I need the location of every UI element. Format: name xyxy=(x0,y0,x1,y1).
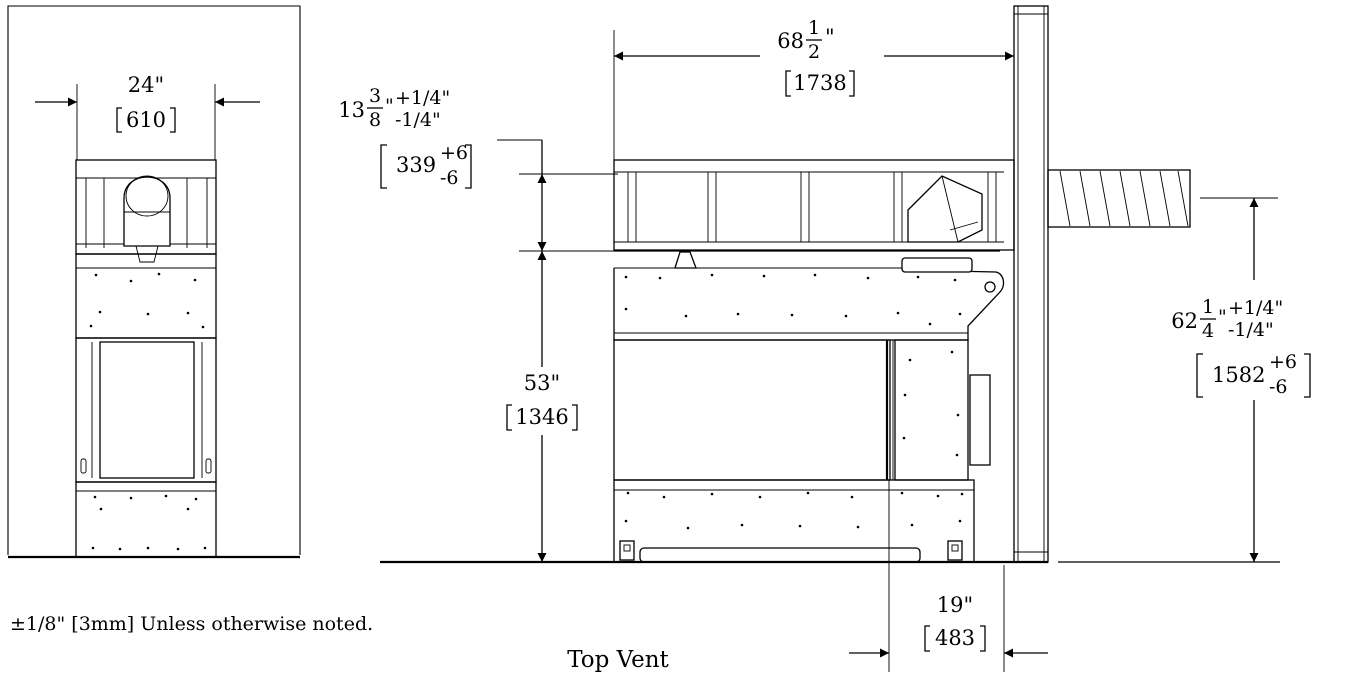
front-view: 24" 610 xyxy=(7,5,301,559)
side-pivot-hole xyxy=(984,281,996,293)
side-vent-pipe-rib-3 xyxy=(1099,170,1111,227)
depth-dim-bracket-right xyxy=(980,625,986,652)
side-width-num: 1 xyxy=(808,17,820,39)
front-firebox-glass xyxy=(99,341,195,479)
vent-dim-num: 1 xyxy=(1202,296,1214,318)
top-dim-bracket-left xyxy=(380,144,387,189)
front-wall-outline xyxy=(7,5,301,555)
side-vent-pipe-rib-5 xyxy=(1139,170,1151,227)
side-vent-pipe-rib-6 xyxy=(1159,170,1171,227)
front-metric-bracket-right xyxy=(170,107,176,133)
side-vent-pipe-rib-1 xyxy=(1059,170,1071,227)
front-width-metric: 610 xyxy=(126,108,166,132)
side-vent-pipe-rib-4 xyxy=(1119,170,1131,227)
side-width-bracket-left xyxy=(785,70,791,97)
side-width-whole: 68 xyxy=(777,29,804,53)
top-dim-num: 3 xyxy=(369,85,381,107)
side-stud-1 xyxy=(627,171,637,243)
height-dim-label-bg xyxy=(504,367,582,435)
vent-dim-unit: " xyxy=(1218,306,1227,328)
side-stud-2 xyxy=(707,171,717,243)
height-dim-bracket-right xyxy=(572,404,578,431)
top-dim-metric-minus: -6 xyxy=(440,167,459,189)
front-metric-bracket-left xyxy=(116,107,122,133)
height-dim-metric: 1346 xyxy=(515,405,568,429)
side-width-unit: " xyxy=(825,25,835,49)
depth-dim-imperial: 19" xyxy=(937,593,973,617)
side-foot-right xyxy=(947,540,963,561)
side-vent-elbow-seam xyxy=(941,175,959,243)
vent-dim-tol-minus: -1/4" xyxy=(1228,319,1274,341)
view-caption: Top Vent xyxy=(567,647,669,673)
side-mount-bracket xyxy=(674,251,697,269)
side-base-plate xyxy=(639,547,921,563)
tolerance-note: ±1/8" [3mm] Unless otherwise noted. xyxy=(10,613,373,635)
side-stud-3 xyxy=(800,171,810,243)
side-width-bracket-right xyxy=(849,70,855,97)
top-dim-unit: " xyxy=(385,95,394,117)
vent-dim-bracket-left xyxy=(1196,353,1203,398)
side-unit-body xyxy=(613,159,1015,563)
side-vent-pipe-rib-2 xyxy=(1079,170,1091,227)
front-rivets xyxy=(89,272,207,551)
depth-dim-bracket-left xyxy=(924,625,930,652)
front-lower-panel xyxy=(75,481,217,558)
vent-dim-tol-plus: +1/4" xyxy=(1228,297,1283,319)
top-dim-tol-plus: +1/4" xyxy=(395,87,450,109)
side-vent-elbow-flange xyxy=(949,221,979,231)
side-vent-pipe-rib-7 xyxy=(1177,170,1189,227)
side-upper-panel xyxy=(613,268,1005,341)
side-rivets xyxy=(624,273,964,530)
side-stud-4 xyxy=(893,171,903,243)
vent-dim-metric: 1582 xyxy=(1212,363,1265,387)
top-dim-metric-plus: +6 xyxy=(440,142,468,164)
height-dim-bracket-left xyxy=(506,404,512,431)
top-dim-metric: 339 xyxy=(396,153,436,177)
side-vent-pipe-body xyxy=(1047,169,1191,228)
side-vent-elbow xyxy=(907,175,983,243)
side-foot-right-bolt xyxy=(951,544,959,552)
side-rear-mount xyxy=(901,257,973,273)
side-stud-5 xyxy=(987,171,997,243)
front-latch-right xyxy=(205,458,212,474)
top-dim-tol-minus: -1/4" xyxy=(395,109,441,131)
side-top-frame xyxy=(613,159,1015,251)
front-vent-elbow xyxy=(123,176,171,247)
height-dim-imperial: 53" xyxy=(524,371,560,395)
top-dim-bracket-right xyxy=(465,144,472,189)
side-firebox-glass xyxy=(613,339,891,481)
front-firebox-frame xyxy=(75,337,217,483)
front-latch-left xyxy=(80,458,87,474)
vent-dim-den: 4 xyxy=(1202,320,1214,342)
vent-dim-label-bg xyxy=(1174,280,1334,400)
side-foot-left-bolt xyxy=(623,544,631,552)
top-dim-den: 8 xyxy=(369,109,381,131)
vent-dim-whole: 62 xyxy=(1171,309,1198,333)
vent-dim-bracket-right xyxy=(1304,353,1311,398)
side-wall-outer xyxy=(1013,5,1049,563)
vent-dim-metric-plus: +6 xyxy=(1269,351,1297,373)
side-width-den: 2 xyxy=(808,41,820,63)
side-side-panel xyxy=(894,339,969,481)
front-vent-elbow-opening xyxy=(125,175,169,217)
side-vent-pipe xyxy=(1047,169,1191,228)
vent-dim-metric-minus: -6 xyxy=(1269,376,1288,398)
front-upper-panel xyxy=(75,253,217,339)
side-view: 68 1 2 " 1738 13 3 8 " +1/4" -1/4" 339 +… xyxy=(338,5,1334,672)
side-foot-left xyxy=(619,540,635,561)
top-dim-whole: 13 xyxy=(338,98,365,122)
side-control-box xyxy=(969,374,991,466)
depth-dim-metric: 483 xyxy=(935,626,975,650)
side-width-metric: 1738 xyxy=(793,71,846,95)
front-width-imperial: 24" xyxy=(128,73,164,97)
